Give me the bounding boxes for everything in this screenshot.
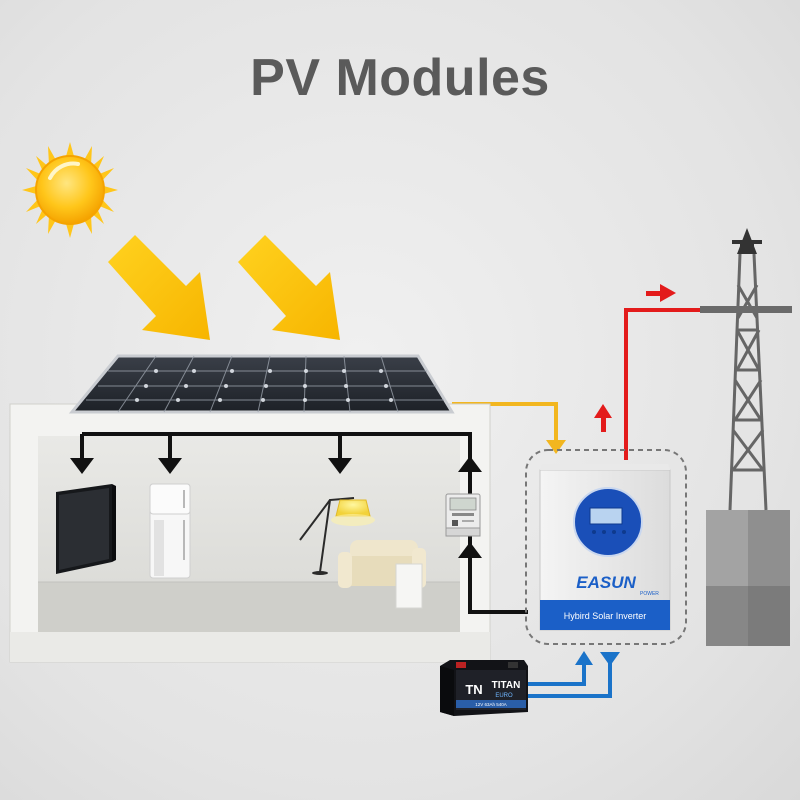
sofa-icon bbox=[338, 540, 426, 609]
inverter-icon bbox=[525, 449, 687, 645]
battery-spec: 12V 63Ah 540A bbox=[475, 702, 507, 707]
battery-icon bbox=[440, 660, 528, 716]
battery-brand: TITAN bbox=[492, 680, 521, 691]
inverter-brand: EASUN bbox=[576, 573, 636, 592]
floor-lamp-icon bbox=[299, 497, 375, 575]
grid-flow-line bbox=[594, 284, 708, 460]
load-flow-arrows bbox=[70, 456, 482, 558]
inverter-label: Hybird Solar Inverter bbox=[564, 611, 647, 621]
tv-icon bbox=[56, 484, 116, 574]
battery-logo: TN bbox=[465, 682, 482, 697]
energy-meter-icon bbox=[445, 493, 481, 537]
solar-panel-icon bbox=[68, 354, 455, 414]
battery-series: EURO bbox=[495, 693, 513, 699]
battery-flow-line bbox=[528, 651, 620, 698]
power-tower-icon bbox=[700, 228, 792, 646]
refrigerator-icon bbox=[149, 483, 191, 579]
sunlight-arrow-icon bbox=[238, 235, 340, 340]
inverter-brand-sub: POWER bbox=[640, 591, 659, 597]
sunlight-arrow-icon bbox=[108, 235, 210, 340]
page-title: PV Modules bbox=[250, 49, 550, 107]
sun-icon bbox=[22, 142, 118, 238]
